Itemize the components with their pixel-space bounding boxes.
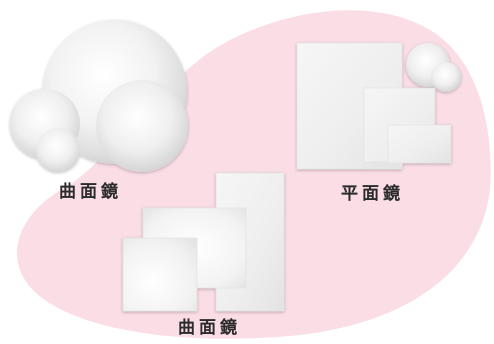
plane-mirror-cluster-top-right	[296, 42, 461, 170]
sphere-right	[96, 80, 188, 172]
plane-sphere-front	[431, 62, 461, 92]
group-label-bottom: 曲面鏡	[178, 318, 241, 338]
sphere-cluster-top-left	[10, 20, 188, 172]
curved-card-cluster-bottom	[122, 172, 285, 312]
plane-card-small	[387, 124, 452, 164]
curved-card-front	[122, 237, 198, 312]
group-label-top-right: 平面鏡	[341, 184, 404, 204]
sphere-small	[36, 128, 80, 172]
group-label-top-left: 曲面鏡	[59, 182, 122, 202]
